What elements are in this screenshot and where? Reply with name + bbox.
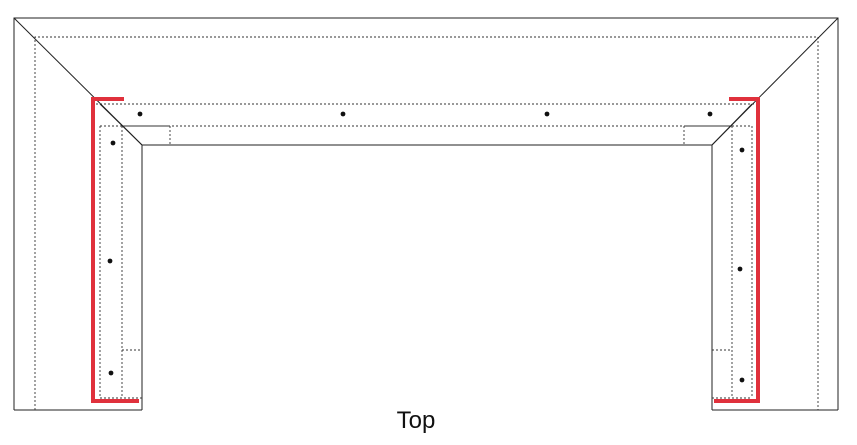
nail-mark [137,111,143,117]
nail-mark [739,377,745,383]
right-corner-block [683,125,732,145]
nail-mark [739,147,745,153]
nail-mark [544,111,550,117]
nail-mark [737,266,743,272]
right-header-miter [711,103,753,146]
view-label: Top [397,407,436,434]
left-red-bracket [91,97,139,403]
nail-mark [707,111,713,117]
outer-frame-outline [13,17,839,410]
inner-opening-outline [141,144,713,410]
right-red-bracket [714,97,760,403]
nail-mark [107,258,113,264]
nail-mark [108,370,114,376]
nail-mark [340,111,346,117]
outer-dotted-line [34,36,819,410]
left-corner-block [122,125,171,145]
nail-mark [110,140,116,146]
left-header-miter [99,103,143,146]
